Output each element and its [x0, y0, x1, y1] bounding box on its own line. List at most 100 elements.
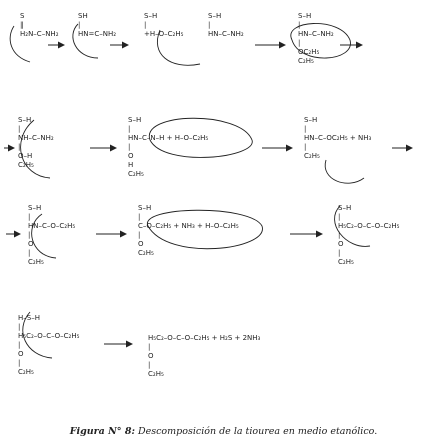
- species-line: O: [338, 240, 344, 248]
- species-line: |: [128, 125, 130, 133]
- species-line: HN–C–N–H + H–O–C₂H₅: [128, 134, 208, 142]
- species-line: +H–O–C₂H₅: [144, 30, 184, 38]
- species-line: |: [338, 213, 340, 221]
- species-line: HN–C–OC₂H₅ + NH₃: [304, 134, 371, 142]
- species-line: S–H: [304, 116, 317, 124]
- species-line: |: [338, 231, 340, 239]
- species-line: |: [208, 21, 210, 29]
- figure-caption: Figura N° 8: Descomposición de la tioure…: [0, 426, 447, 437]
- species-line: S–H: [28, 204, 41, 212]
- row-1-intermediate: S–H|HN–C–NH₂: [208, 12, 244, 38]
- species-line: S–H: [18, 116, 31, 124]
- species-line: S: [20, 12, 25, 20]
- species-line: |: [338, 249, 340, 257]
- species-line: C₂H₅: [28, 258, 44, 266]
- species-line: H₂N–C–NH₂: [20, 30, 59, 38]
- species-layer: S‖H₂N–C–NH₂SH|HN=C–NH₂S–H|+H–O–C₂H₅S–H|H…: [18, 12, 400, 378]
- row-4-product: H₅C₂–O–C–O–C₂H₅ + H₂S + 2NH₃|O|C₂H₅: [148, 334, 261, 378]
- species-line: C₂H₅: [298, 57, 314, 65]
- species-line: C₂H₅: [338, 258, 354, 266]
- species-line: C₂H₅: [148, 370, 164, 378]
- species-line: O: [128, 152, 134, 160]
- row-4-reactant: H–S–H|H₅C₂–O–C–O–C₂H₅|O|C₂H₅: [18, 314, 80, 376]
- row-1: S‖H₂N–C–NH₂SH|HN=C–NH₂S–H|+H–O–C₂H₅S–H|H…: [20, 12, 334, 65]
- row-3-product: S–H|H₅C₂–O–C–O–C₂H₅|O|C₂H₅: [338, 204, 400, 266]
- curved-arrow-3: [156, 29, 201, 66]
- thiourea-reactant: S‖H₂N–C–NH₂: [20, 12, 59, 38]
- species-line: C₂H₅: [18, 368, 34, 376]
- curved-arrow-4: [20, 119, 51, 179]
- row-3-reactant: S–H|HN–C–O–C₂H₅|O|C₂H₅: [28, 204, 75, 266]
- species-line: |: [18, 143, 20, 151]
- species-line: |: [28, 213, 30, 221]
- caption-label: Figura N° 8:: [69, 426, 135, 437]
- loop-row-2: [149, 117, 253, 158]
- species-line: |: [298, 39, 300, 47]
- species-line: C₂H₅: [304, 152, 320, 160]
- species-line: |: [138, 231, 140, 239]
- row-3-intermediate: S–H|C–O–C₂H₅ + NH₃ + H–O–C₂H₅|OC₂H₅: [138, 204, 239, 257]
- species-line: HN–C–O–C₂H₅: [28, 222, 75, 230]
- species-line: C₂H₅: [128, 170, 144, 178]
- species-line: |: [138, 213, 140, 221]
- loop-row-3b: [334, 205, 371, 247]
- loop-row-1: [290, 23, 351, 59]
- curved-arrow-2: [72, 23, 99, 59]
- species-line: |: [18, 125, 20, 133]
- species-line: |: [78, 21, 80, 29]
- species-line: C–O–C₂H₅ + NH₃ + H–O–C₂H₅: [138, 222, 239, 230]
- species-line: |: [304, 125, 306, 133]
- species-line: H₅C₂–O–C–O–C₂H₅ + H₂S + 2NH₃: [148, 334, 261, 342]
- species-line: O–H: [18, 152, 32, 160]
- species-line: |: [18, 323, 20, 331]
- curved-arrow-6: [22, 311, 53, 359]
- species-line: |: [148, 361, 150, 369]
- species-line: |: [28, 231, 30, 239]
- species-line: |: [18, 359, 20, 367]
- species-line: O: [18, 350, 24, 358]
- reaction-scheme: S‖H₂N–C–NH₂SH|HN=C–NH₂S–H|+H–O–C₂H₅S–H|H…: [4, 12, 413, 378]
- row-4: H–S–H|H₅C₂–O–C–O–C₂H₅|O|C₂H₅H₅C₂–O–C–O–C…: [18, 314, 261, 378]
- species-line: H₅C₂–O–C–O–C₂H₅: [18, 332, 80, 340]
- curved-arrow-1: [9, 25, 31, 63]
- species-line: HN–C–NH₂: [208, 30, 244, 38]
- species-line: NH–C–NH₂: [18, 134, 54, 142]
- row-2-product: S–H|HN–C–OC₂H₅ + NH₃|C₂H₅: [304, 116, 371, 160]
- curved-arrow-5: [31, 213, 57, 259]
- caption-text: Descomposición de la tiourea en medio et…: [138, 426, 378, 437]
- species-line: |: [298, 21, 300, 29]
- species-line: O: [28, 240, 34, 248]
- species-line: H: [128, 161, 133, 169]
- species-line: S–H: [138, 204, 151, 212]
- species-line: H₅C₂–O–C–O–C₂H₅: [338, 222, 400, 230]
- species-line: O: [138, 240, 144, 248]
- species-line: S–H: [338, 204, 351, 212]
- species-line: C₂H₅: [138, 249, 154, 257]
- species-line: S–H: [208, 12, 221, 20]
- loop-row-2b: [324, 159, 365, 184]
- species-line: ‖: [20, 21, 24, 29]
- species-line: C₂H₅: [18, 161, 34, 169]
- species-line: |: [18, 341, 20, 349]
- species-line: |: [304, 143, 306, 151]
- ethanol-adduct: S–H|+H–O–C₂H₅: [144, 12, 184, 38]
- curved-arrows: [9, 23, 371, 359]
- species-line: |: [144, 21, 146, 29]
- species-line: |: [28, 249, 30, 257]
- species-line: O: [148, 352, 154, 360]
- reaction-arrows: [4, 41, 413, 348]
- species-line: OC₂H₅: [298, 48, 319, 56]
- isothiourea-tautomer: SH|HN=C–NH₂: [78, 12, 116, 38]
- loop-row-3: [147, 209, 263, 250]
- species-line: S–H: [298, 12, 311, 20]
- species-line: |: [148, 343, 150, 351]
- species-line: SH: [78, 12, 88, 20]
- species-line: S–H: [144, 12, 157, 20]
- species-line: |: [128, 143, 130, 151]
- species-line: HN–C–NH₂: [298, 30, 334, 38]
